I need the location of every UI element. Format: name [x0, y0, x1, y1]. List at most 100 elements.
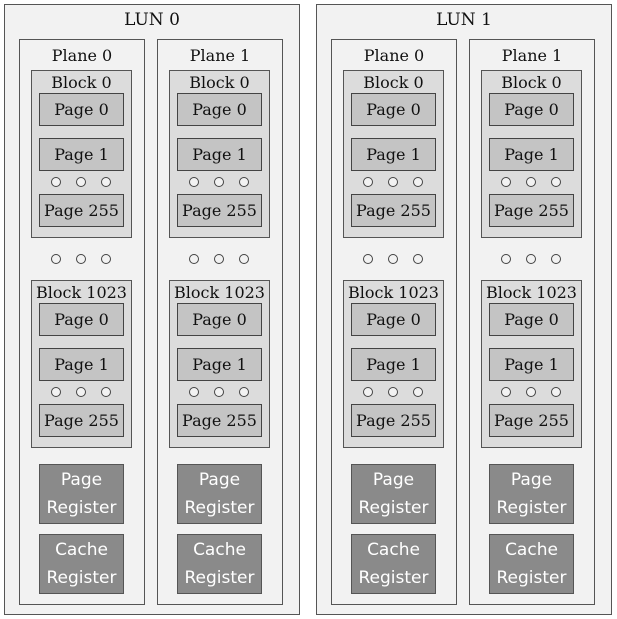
block-ellipsis-dot — [501, 254, 511, 264]
page-cell: Page 1 — [489, 138, 574, 171]
page-cell: Page 1 — [177, 138, 262, 171]
page-register-label: Register — [46, 498, 117, 518]
block-ellipsis-dot — [189, 254, 199, 264]
cache-register-label: Cache — [193, 540, 246, 560]
cache-register-label: Register — [358, 568, 429, 588]
page-ellipsis-dot — [388, 387, 398, 397]
page-cell: Page 255 — [351, 404, 436, 437]
plane-title: Plane 1 — [501, 46, 563, 65]
page-ellipsis-dot — [76, 387, 86, 397]
block-ellipsis-dot — [363, 254, 373, 264]
page-cell: Page 0 — [351, 303, 436, 336]
page-cell: Page 0 — [351, 93, 436, 126]
page-ellipsis-dot — [239, 387, 249, 397]
cache-register-label: Register — [46, 568, 117, 588]
block-ellipsis-dot — [388, 254, 398, 264]
page-ellipsis-dot — [214, 177, 224, 187]
page-cell: Page 0 — [489, 303, 574, 336]
page-ellipsis-dot — [501, 177, 511, 187]
page-register-label: Register — [496, 498, 567, 518]
page-cell: Page 255 — [489, 404, 574, 437]
page-ellipsis-dot — [101, 177, 111, 187]
page-cell: Page 255 — [351, 194, 436, 227]
page-ellipsis-dot — [526, 177, 536, 187]
page-ellipsis-dot — [501, 387, 511, 397]
block-ellipsis-dot — [214, 254, 224, 264]
page-ellipsis-dot — [101, 387, 111, 397]
page-register-label: Page — [198, 470, 241, 490]
page-ellipsis-dot — [76, 177, 86, 187]
page-register-label: Page — [60, 470, 103, 490]
plane-title: Plane 0 — [363, 46, 425, 65]
cache-register-label: Register — [184, 568, 255, 588]
page-ellipsis-dot — [526, 387, 536, 397]
page-register-label: Page — [510, 470, 553, 490]
page-cell: Page 0 — [489, 93, 574, 126]
page-register-label: Register — [358, 498, 429, 518]
plane-title: Plane 1 — [189, 46, 251, 65]
lun-title: LUN 0 — [124, 10, 180, 30]
block-title: Block 0 — [363, 73, 424, 92]
page-cell: Page 1 — [351, 348, 436, 381]
page-ellipsis-dot — [189, 387, 199, 397]
page-cell: Page 0 — [177, 303, 262, 336]
page-cell: Page 1 — [39, 348, 124, 381]
page-cell: Page 255 — [489, 194, 574, 227]
page-cell: Page 255 — [177, 194, 262, 227]
page-ellipsis-dot — [214, 387, 224, 397]
page-ellipsis-dot — [51, 177, 61, 187]
cache-register-label: Cache — [55, 540, 108, 560]
page-ellipsis-dot — [551, 387, 561, 397]
page-cell: Page 1 — [177, 348, 262, 381]
cache-register-label: Cache — [367, 540, 420, 560]
page-cell: Page 1 — [39, 138, 124, 171]
page-cell: Page 0 — [177, 93, 262, 126]
page-register-label: Page — [372, 470, 415, 490]
lun-title: LUN 1 — [436, 10, 492, 30]
page-cell: Page 1 — [351, 138, 436, 171]
page-cell: Page 0 — [39, 93, 124, 126]
block-title: Block 0 — [51, 73, 112, 92]
block-ellipsis-dot — [51, 254, 61, 264]
page-ellipsis-dot — [413, 177, 423, 187]
block-ellipsis-dot — [76, 254, 86, 264]
page-cell: Page 0 — [39, 303, 124, 336]
block-ellipsis-dot — [551, 254, 561, 264]
block-title: Block 0 — [189, 73, 250, 92]
block-ellipsis-dot — [526, 254, 536, 264]
block-title: Block 0 — [501, 73, 562, 92]
block-ellipsis-dot — [413, 254, 423, 264]
page-ellipsis-dot — [363, 387, 373, 397]
block-title: Block 1023 — [348, 283, 439, 302]
block-ellipsis-dot — [239, 254, 249, 264]
page-ellipsis-dot — [363, 177, 373, 187]
page-ellipsis-dot — [551, 177, 561, 187]
plane-title: Plane 0 — [51, 46, 113, 65]
block-title: Block 1023 — [36, 283, 127, 302]
cache-register-label: Cache — [505, 540, 558, 560]
page-ellipsis-dot — [239, 177, 249, 187]
page-cell: Page 255 — [177, 404, 262, 437]
block-title: Block 1023 — [486, 283, 577, 302]
page-ellipsis-dot — [413, 387, 423, 397]
